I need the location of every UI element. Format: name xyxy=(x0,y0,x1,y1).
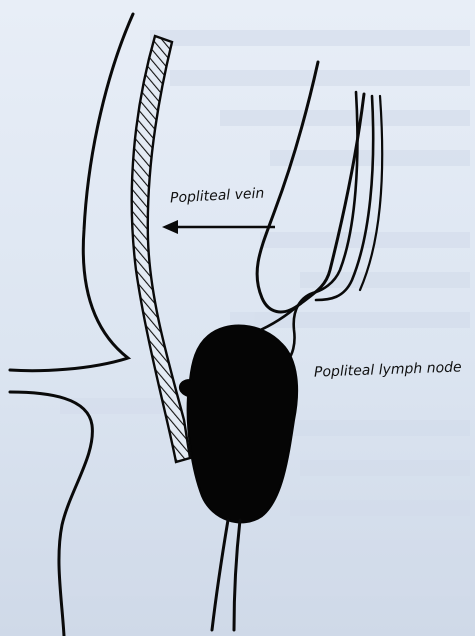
efferent-vessel-right xyxy=(234,520,240,630)
leg-outline-left xyxy=(10,14,133,371)
lymph-vessel-2 xyxy=(316,96,373,300)
vein-arrow-head xyxy=(162,220,178,234)
leg-outline-lower-left xyxy=(10,392,92,636)
lymph-node-mass xyxy=(180,326,297,523)
efferent-vessel-left xyxy=(212,520,228,630)
